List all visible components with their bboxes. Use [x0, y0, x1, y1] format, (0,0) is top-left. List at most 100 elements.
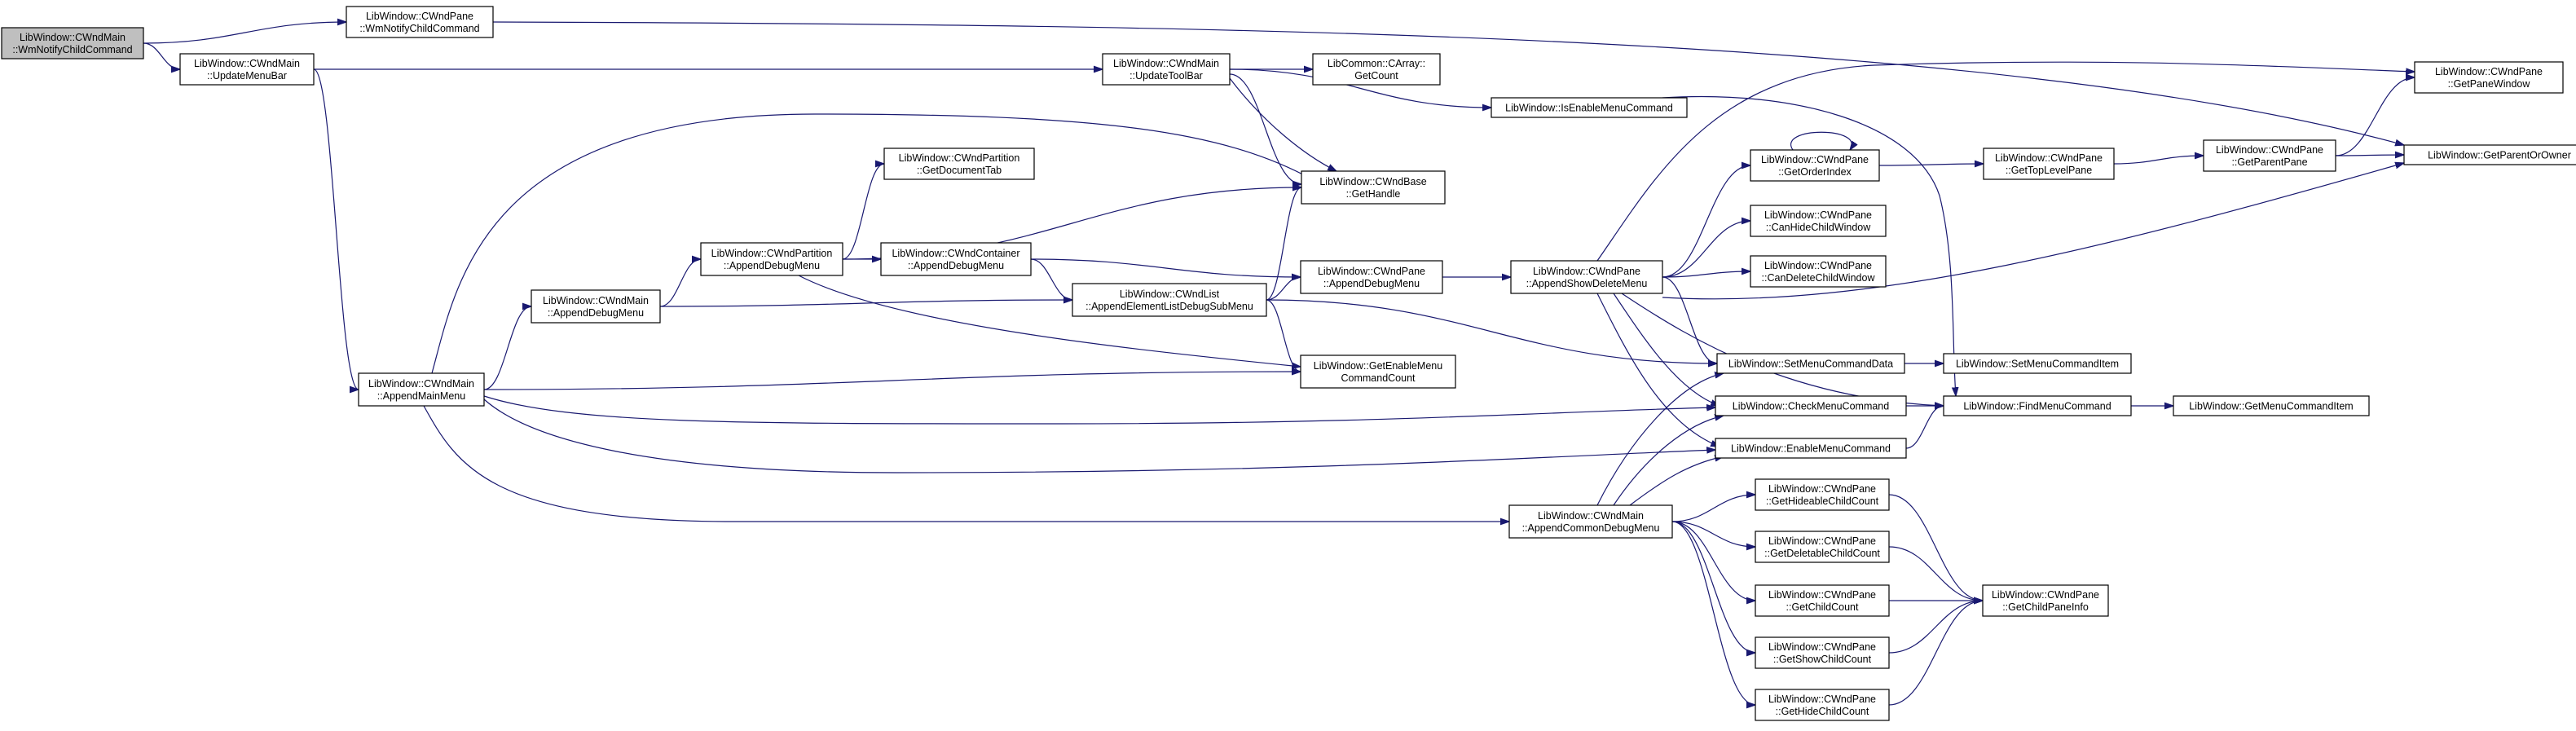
node-label-line: ::GetPaneWindow — [2448, 78, 2531, 90]
node-partdebug[interactable]: LibWindow::CWndPartition::AppendDebugMen… — [700, 242, 843, 276]
node-gethideable[interactable]: LibWindow::CWndPane::GetHideableChildCou… — [1755, 478, 1890, 511]
node-getshowcount[interactable]: LibWindow::CWndPane::GetShowChildCount — [1755, 636, 1890, 669]
node-maindebug[interactable]: LibWindow::CWndMain::AppendDebugMenu — [531, 289, 661, 324]
node-box — [1508, 504, 1673, 539]
node-label-line: LibWindow::SetMenuCommandData — [1728, 359, 1893, 370]
node-setdata[interactable]: LibWindow::SetMenuCommandData — [1716, 353, 1905, 374]
node-getchildinfo[interactable]: LibWindow::CWndPane::GetChildPaneInfo — [1982, 584, 2109, 617]
node-box — [1716, 353, 1905, 374]
edge-updtoolbar-to-gethandle — [1229, 77, 1336, 171]
node-label-line: LibWindow::CWndBase — [1319, 176, 1426, 187]
node-box — [358, 372, 485, 407]
node-label-line: ::UpdateMenuBar — [207, 70, 287, 81]
node-box — [1750, 149, 1880, 182]
node-box — [1982, 584, 2109, 617]
edge-commondebug-to-getdeletable — [1671, 521, 1755, 547]
node-label-line: ::CanDeleteChildWindow — [1762, 272, 1876, 284]
node-label-line: LibWindow::CWndMain — [543, 295, 649, 306]
node-setitem[interactable]: LibWindow::SetMenuCommandItem — [1943, 353, 2132, 374]
node-label-line: ::GetChildPaneInfo — [2002, 601, 2089, 613]
node-gettop[interactable]: LibWindow::CWndPane::GetTopLevelPane — [1983, 148, 2115, 180]
edge-commondebug-to-enablecmd — [1629, 456, 1724, 506]
edge-appendmain-to-checkcmd — [483, 395, 1715, 425]
node-listdebug[interactable]: LibWindow::CWndList::AppendElementListDe… — [1072, 283, 1267, 317]
node-appendmain[interactable]: LibWindow::CWndMain::AppendMainMenu — [358, 372, 485, 407]
node-enablecmd[interactable]: LibWindow::EnableMenuCommand — [1715, 438, 1907, 459]
edge-showdelete-to-canhide — [1662, 221, 1750, 278]
node-getcmditem[interactable]: LibWindow::GetMenuCommandItem — [2173, 395, 2370, 416]
node-label-line: LibWindow::CWndContainer — [892, 248, 1019, 259]
node-label-line: LibWindow::SetMenuCommandItem — [1956, 359, 2119, 370]
edge-updtoolbar-to-gethandle — [1229, 73, 1301, 184]
node-canhide[interactable]: LibWindow::CWndPane::CanHideChildWindow — [1750, 205, 1887, 237]
node-label-line: LibWindow::CWndPane — [1768, 589, 1876, 601]
node-label-line: GetCount — [1354, 70, 1398, 81]
edge-showdelete-to-setdata — [1662, 276, 1718, 363]
node-updmenubar[interactable]: LibWindow::CWndMain::UpdateMenuBar — [179, 53, 315, 86]
node-findcmd[interactable]: LibWindow::FindMenuCommand — [1943, 395, 2132, 416]
node-wmpane[interactable]: LibWindow::CWndPane::WmNotifyChildComman… — [346, 6, 494, 38]
edge-appendmain-to-maindebug — [483, 306, 532, 390]
node-showdelete[interactable]: LibWindow::CWndPane::AppendShowDeleteMen… — [1510, 260, 1663, 294]
node-label-line: LibWindow::CWndMain — [20, 32, 125, 43]
edge-showdelete-to-candelete — [1662, 271, 1750, 278]
node-box — [1491, 97, 1688, 118]
edge-showdelete-to-findcmd — [1621, 293, 1944, 406]
node-box — [1943, 353, 2132, 374]
edge-gethidecount-to-getchildinfo — [1888, 601, 1983, 706]
node-getchildcount[interactable]: LibWindow::CWndPane::GetChildCount — [1755, 584, 1890, 617]
node-label-line: LibWindow::GetEnableMenu — [1314, 360, 1442, 372]
edge-root-to-updmenubar — [143, 42, 181, 69]
edge-enablecmd-to-findcmd — [1905, 406, 1944, 449]
node-box — [1755, 689, 1890, 721]
node-box — [883, 148, 1035, 180]
node-getdoctab[interactable]: LibWindow::CWndPartition::GetDocumentTab — [883, 148, 1035, 180]
node-label-line: ::AppendShowDeleteMenu — [1526, 278, 1648, 289]
node-commondebug[interactable]: LibWindow::CWndMain::AppendCommonDebugMe… — [1508, 504, 1673, 539]
node-getorder[interactable]: LibWindow::CWndPane::GetOrderIndex — [1750, 149, 1880, 182]
edge-showdelete-to-getpanewin — [1596, 61, 2415, 262]
node-root[interactable]: LibWindow::CWndMain::WmNotifyChildComman… — [1, 27, 144, 59]
edge-maindebug-to-partdebug — [659, 259, 702, 307]
edge-updtoolbar-to-isenable — [1229, 68, 1491, 108]
node-box — [1755, 636, 1890, 669]
node-label-line: LibWindow::FindMenuCommand — [1963, 401, 2111, 412]
node-getparentpane[interactable]: LibWindow::CWndPane::GetParentPane — [2203, 139, 2336, 172]
node-checkcmd[interactable]: LibWindow::CheckMenuCommand — [1715, 395, 1907, 416]
node-label-line: LibWindow::CWndPane — [1761, 154, 1869, 165]
node-contdebug[interactable]: LibWindow::CWndContainer::AppendDebugMen… — [880, 242, 1032, 276]
node-panedebug[interactable]: LibWindow::CWndPane::AppendDebugMenu — [1300, 260, 1443, 294]
edge-appendmain-to-getenablecount — [483, 372, 1301, 390]
node-updtoolbar[interactable]: LibWindow::CWndMain::UpdateToolBar — [1102, 53, 1231, 86]
edge-contdebug-to-panedebug — [1030, 258, 1301, 277]
node-label-line: LibWindow::CWndPane — [366, 11, 473, 22]
node-box — [1750, 205, 1887, 237]
node-label-line: ::AppendDebugMenu — [1323, 278, 1420, 289]
edge-listdebug-to-getenablecount — [1266, 299, 1301, 372]
edge-commondebug-to-setdata — [1596, 373, 1724, 506]
node-label-line: ::GetDeletableChildCount — [1764, 548, 1880, 559]
edge-gettop-to-getparentpane — [2113, 156, 2204, 165]
node-box — [2414, 61, 2564, 94]
nodes-layer: LibWindow::CWndMain::WmNotifyChildComman… — [1, 6, 2576, 721]
node-getcount[interactable]: LibCommon::CArray::GetCount — [1312, 53, 1441, 86]
node-isenable[interactable]: LibWindow::IsEnableMenuCommand — [1491, 97, 1688, 118]
node-label-line: LibWindow::IsEnableMenuCommand — [1505, 103, 1673, 114]
node-box — [1072, 283, 1267, 317]
node-label-line: LibWindow::CWndPartition — [899, 152, 1020, 164]
node-gethidecount[interactable]: LibWindow::CWndPane::GetHideChildCount — [1755, 689, 1890, 721]
node-gethandle[interactable]: LibWindow::CWndBase::GetHandle — [1301, 170, 1446, 205]
node-getpanewin[interactable]: LibWindow::CWndPane::GetPaneWindow — [2414, 61, 2564, 94]
node-candelete[interactable]: LibWindow::CWndPane::CanDeleteChildWindo… — [1750, 255, 1887, 288]
node-getdeletable[interactable]: LibWindow::CWndPane::GetDeletableChildCo… — [1755, 531, 1890, 563]
edge-maindebug-to-listdebug — [659, 300, 1072, 307]
node-label-line: ::GetParentPane — [2231, 156, 2307, 168]
node-label-line: LibWindow::EnableMenuCommand — [1731, 443, 1891, 455]
node-getparentowner[interactable]: LibWindow::GetParentOrOwner — [2403, 144, 2576, 165]
edge-gethideable-to-getchildinfo — [1888, 494, 1983, 601]
node-label-line: LibWindow::GetParentOrOwner — [2428, 150, 2571, 161]
node-label-line: LibWindow::GetMenuCommandItem — [2189, 401, 2353, 412]
node-box — [1715, 395, 1907, 416]
